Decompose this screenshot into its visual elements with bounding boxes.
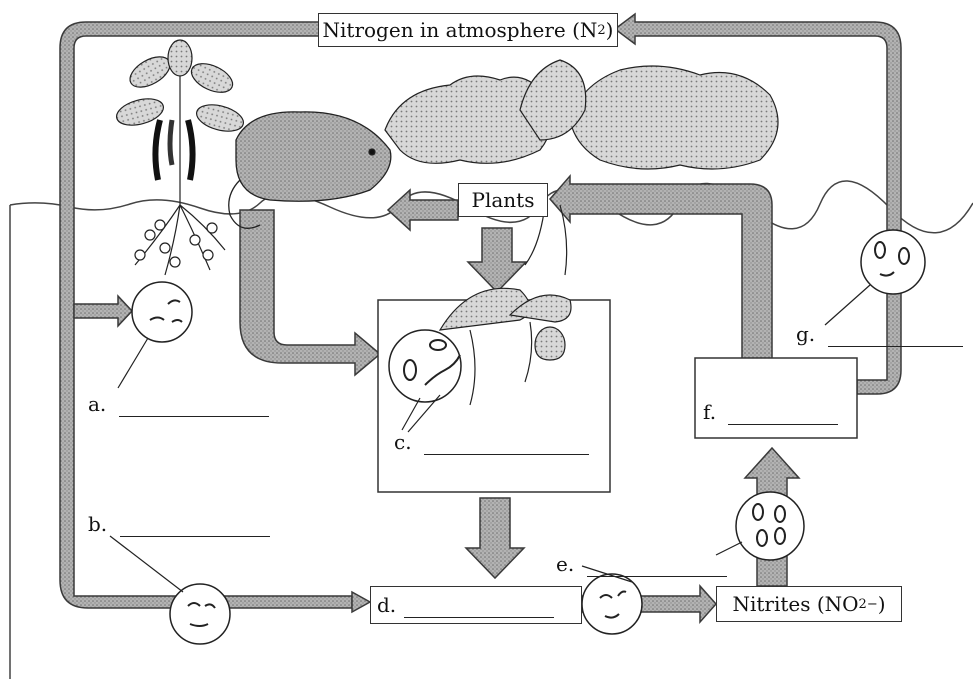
bacteria-e2-circle [736,492,804,560]
box-f [695,358,857,438]
blank-d[interactable] [404,593,554,618]
nitrites-label-end: ) [878,592,886,616]
answer-f: f. [703,400,838,425]
nitrites-label-text: Nitrites (NO [732,592,858,616]
atmosphere-label-sub: 2 [597,23,605,38]
bacteria-e1-circle [582,574,642,634]
answer-a: a. [88,392,269,417]
blank-c[interactable] [424,430,589,455]
pointer-g [825,285,870,325]
blank-f[interactable] [728,400,838,425]
box-d: d. [370,586,582,624]
answer-b: b. [88,512,270,537]
label-f: f. [703,400,716,424]
answer-c: c. [394,430,589,455]
plants-label: Plants [458,183,548,217]
bacteria-b-circle [170,584,230,644]
blank-g[interactable] [828,322,963,347]
answer-e: e. [556,552,727,577]
atmosphere-label-end: ) [606,18,614,42]
nitrites-label-sup: − [867,597,878,612]
label-e: e. [556,552,574,576]
answer-g: g. [796,322,963,347]
bacteria-g-circle [861,230,925,294]
blank-a[interactable] [119,392,269,417]
pepper-plant-illustration [114,40,247,275]
squash-plant-illustration [385,60,778,275]
label-b: b. [88,512,107,536]
label-g: g. [796,322,815,346]
label-c: c. [394,430,412,454]
plants-label-text: Plants [472,188,535,212]
bacteria-a-circle [132,282,192,342]
pointer-b [110,536,183,592]
label-d: d. [377,593,396,617]
blank-e[interactable] [587,552,727,577]
nitrites-label-sub: 2 [859,597,867,612]
label-a: a. [88,392,106,416]
pointer-a [118,338,148,388]
atmosphere-label-text: Nitrogen in atmosphere (N [323,18,598,42]
blank-b[interactable] [120,512,270,537]
